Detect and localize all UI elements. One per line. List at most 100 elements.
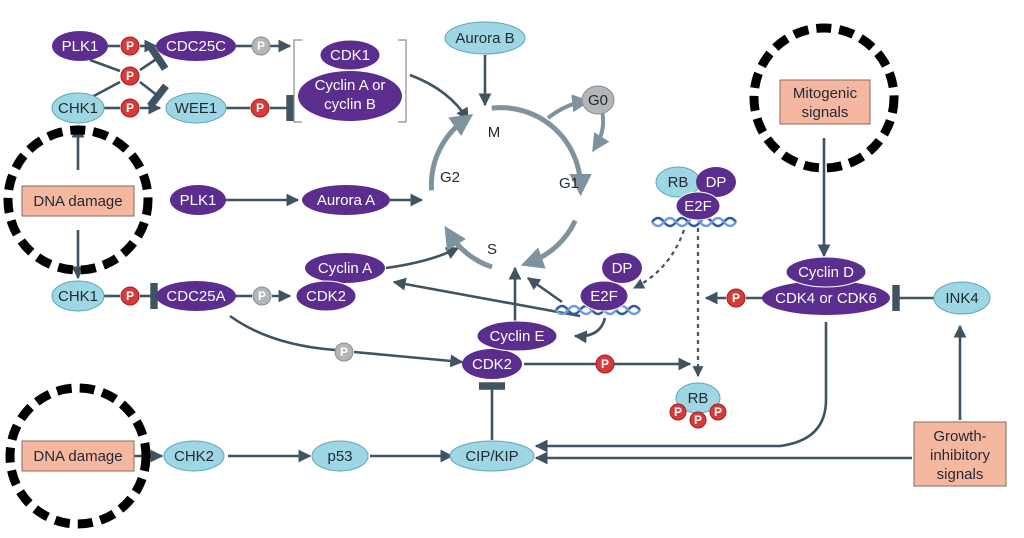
phospho-label: P — [126, 69, 134, 83]
dna-damage-bottom-box — [21, 440, 135, 472]
cyclin-a-label: Cyclin A — [318, 260, 372, 277]
cdk46-node — [762, 281, 890, 315]
cdc25a-label: CDC25A — [166, 288, 225, 305]
g0-node — [581, 85, 615, 115]
phase-s-label: S — [487, 241, 497, 258]
bracket-right — [398, 39, 407, 123]
e2f-top-label: E2F — [684, 198, 712, 215]
cyclin-e-node — [476, 320, 558, 352]
cdc25a-node — [156, 281, 236, 311]
cip-kip-label: CIP/KIP — [465, 448, 518, 465]
p53-label: p53 — [327, 448, 352, 465]
edge-cycA-s — [385, 246, 460, 270]
chk2-label: CHK2 — [174, 448, 214, 465]
growth-label-1: Growth- — [933, 428, 986, 445]
cycle-arrow-to-g0 — [546, 94, 591, 120]
cdk2-a-node — [295, 280, 357, 312]
e2f-mid-node — [579, 280, 629, 312]
phospho-label: P — [258, 289, 266, 303]
phospho-chk1-wee1 — [120, 98, 140, 118]
mitogenic-label-2: signals — [802, 104, 849, 121]
ink4-label: INK4 — [945, 290, 978, 307]
cdk46-label: CDK4 or CDK6 — [775, 290, 877, 307]
plk1-top-label: PLK1 — [62, 38, 99, 55]
edge-e2f-release — [633, 229, 686, 289]
phospho-wee1-cdk1 — [250, 98, 270, 118]
phospho-cdc25a-cdk2 — [252, 286, 272, 306]
dp-mid-node — [602, 253, 642, 283]
bracket-left — [293, 39, 302, 123]
edge-crossp-cdc25c — [139, 45, 169, 72]
ink4-node — [933, 281, 991, 315]
edge-crossp-chk1 — [89, 80, 121, 100]
edge-cdk46-cipkip — [534, 322, 828, 453]
cycle-arrow-from-g0 — [592, 109, 610, 153]
phospho-markers: P P P P P P P P P P — [120, 36, 746, 374]
cell-cycle-wheel: M G1 S G2 G0 — [428, 85, 615, 270]
cycle-arc-m-g1 — [491, 105, 592, 197]
edge-plk1-crossp — [89, 58, 121, 73]
edge-cdc25a-greyp — [229, 314, 336, 352]
phospho-cdk46-rb — [726, 288, 746, 308]
growth-inhibitory-box — [913, 421, 1007, 487]
cyclin-ab-node — [298, 71, 402, 121]
phospho-label: P — [714, 405, 722, 419]
phospho-label: P — [126, 39, 134, 53]
dna-damage-bottom-label: DNA damage — [33, 448, 122, 465]
mitogenic-label-1: Mitogenic — [793, 85, 858, 102]
edge-crossp-wee1 — [139, 80, 169, 109]
dna-damage-top-box — [21, 185, 135, 217]
rb-bottom-label: RB — [688, 390, 709, 407]
phospho-label: P — [256, 101, 264, 115]
growth-label-2: inhibitory — [930, 447, 991, 464]
phase-g1-label: G1 — [559, 175, 579, 192]
chk2-node — [163, 440, 225, 472]
phospho-label: P — [126, 289, 134, 303]
growth-label-3: signals — [937, 466, 984, 483]
edge-cdk1-m — [409, 73, 470, 122]
dna-damage-ring-top — [3, 125, 153, 275]
phospho-label: P — [732, 291, 740, 305]
aurora-a-label: Aurora A — [317, 192, 375, 209]
phospho-label: P — [674, 405, 682, 419]
phospho-rb-2 — [689, 411, 707, 429]
mitogenic-box — [779, 79, 871, 125]
chk1-mid-label: CHK1 — [58, 288, 98, 305]
p53-node — [311, 440, 369, 472]
aurora-b-label: Aurora B — [455, 30, 514, 47]
wee1-label: WEE1 — [175, 100, 218, 117]
phospho-cdk2e-rb — [595, 354, 615, 374]
cycle-arc-g2-m — [428, 113, 474, 191]
phase-g2-label: G2 — [440, 169, 460, 186]
chk1-top-node — [51, 92, 105, 124]
dna-damage-ring-bottom — [5, 383, 151, 529]
nodes: PLK1 CDC25C CHK1 WEE1 Cyclin A or cyclin… — [21, 21, 1007, 487]
cyclin-e-label: Cyclin E — [489, 328, 544, 345]
rb-top-label: RB — [668, 174, 689, 191]
e2f-top-node — [675, 191, 721, 221]
e2f-mid-label: E2F — [590, 288, 618, 305]
phospho-label: P — [257, 39, 265, 53]
chk1-mid-node — [51, 280, 105, 312]
plk1-mid-label: PLK1 — [180, 192, 217, 209]
connectors — [71, 39, 967, 465]
wee1-node — [165, 92, 227, 124]
dp-top-node — [696, 167, 736, 197]
phospho-plk1-cdc25c — [120, 36, 140, 56]
cdk2-a-label: CDK2 — [306, 288, 346, 305]
mitogenic-ring — [749, 23, 899, 173]
phospho-label: P — [340, 345, 348, 359]
phospho-cross — [120, 66, 140, 86]
phospho-label: P — [694, 413, 702, 427]
cyclin-ab-label-2: cyclin B — [324, 96, 376, 113]
cycle-arc-g1-s — [520, 219, 578, 269]
cdc25c-label: CDC25C — [166, 38, 226, 55]
phospho-cdc25a-cdk2e — [334, 342, 354, 362]
cdc25c-node — [156, 31, 236, 61]
edge-greyp-cdk2e — [353, 350, 464, 368]
chk1-top-label: CHK1 — [58, 100, 98, 117]
phospho-rb-3 — [709, 403, 727, 421]
cyclin-d-label: Cyclin D — [798, 264, 854, 281]
g0-label: G0 — [588, 92, 608, 109]
